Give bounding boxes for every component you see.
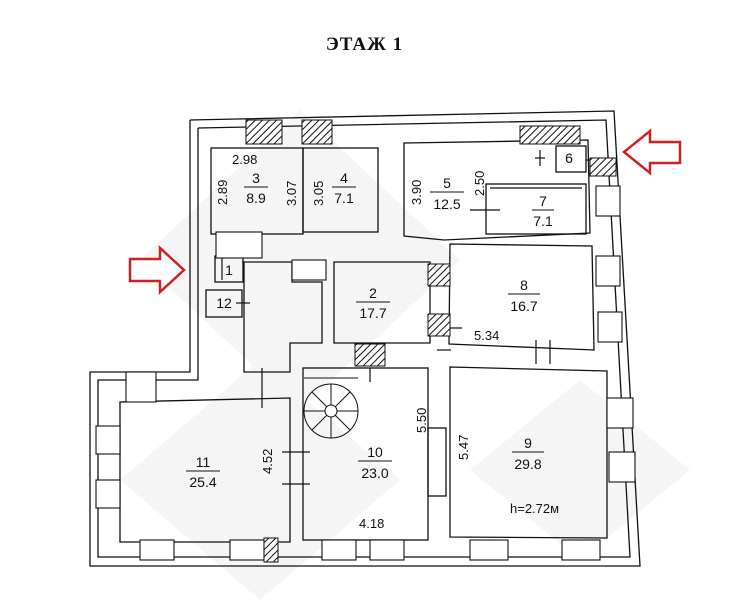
dimension-labels: 2.98 2.89 3.07 3.05 3.90 2.50 5.34 5.50 … — [215, 152, 559, 531]
door-marks — [221, 150, 610, 485]
exterior-walls — [89, 110, 641, 567]
dim-2-98: 2.98 — [232, 152, 257, 167]
dim-5-34: 5.34 — [474, 328, 499, 343]
floor-title: ЭТАЖ 1 — [325, 34, 404, 55]
room-7-number: 7 — [539, 193, 547, 209]
room-5-area: 12.5 — [433, 196, 460, 212]
ceiling-height: h=2.72м — [510, 501, 559, 516]
room-11-number: 11 — [196, 454, 211, 470]
room-8-number: 8 — [520, 277, 528, 293]
dim-5-50: 5.50 — [414, 408, 429, 433]
room-5-number: 5 — [443, 175, 451, 191]
dim-2-50: 2.50 — [472, 171, 487, 196]
room-3-area: 8.9 — [246, 190, 266, 206]
room-walls — [119, 139, 608, 543]
room-6-number: 6 — [565, 150, 573, 166]
room-labels: 1 2 17.7 3 8.9 4 7.1 5 12.5 6 7 7.1 8 16… — [186, 150, 573, 490]
room-1-number: 1 — [225, 262, 233, 278]
dim-3-05: 3.05 — [311, 181, 326, 206]
dim-3-90: 3.90 — [409, 180, 424, 205]
hatched-walls — [245, 119, 617, 563]
room-12-number: 12 — [216, 295, 232, 311]
room-10-number: 10 — [367, 444, 383, 460]
dim-2-89: 2.89 — [215, 180, 230, 205]
dim-5-47: 5.47 — [456, 435, 471, 460]
spiral-stair-icon — [303, 377, 359, 439]
dim-3-07: 3.07 — [284, 181, 299, 206]
room-3-number: 3 — [252, 170, 260, 186]
room-10-area: 23.0 — [361, 465, 388, 481]
room-7-area: 7.1 — [533, 213, 553, 229]
windows — [95, 185, 636, 561]
dim-4-18: 4.18 — [359, 516, 384, 531]
room-4-number: 4 — [340, 170, 348, 186]
watermark — [120, 110, 690, 600]
room-8-area: 16.7 — [510, 298, 537, 314]
dim-4-52: 4.52 — [260, 449, 275, 474]
room-9-area: 29.8 — [514, 456, 541, 472]
room-2-number: 2 — [369, 285, 377, 301]
entrance-arrow-icon — [128, 128, 682, 295]
room-2-area: 17.7 — [359, 305, 386, 321]
room-4-area: 7.1 — [334, 190, 354, 206]
room-9-number: 9 — [524, 435, 532, 451]
room-11-area: 25.4 — [189, 474, 216, 490]
